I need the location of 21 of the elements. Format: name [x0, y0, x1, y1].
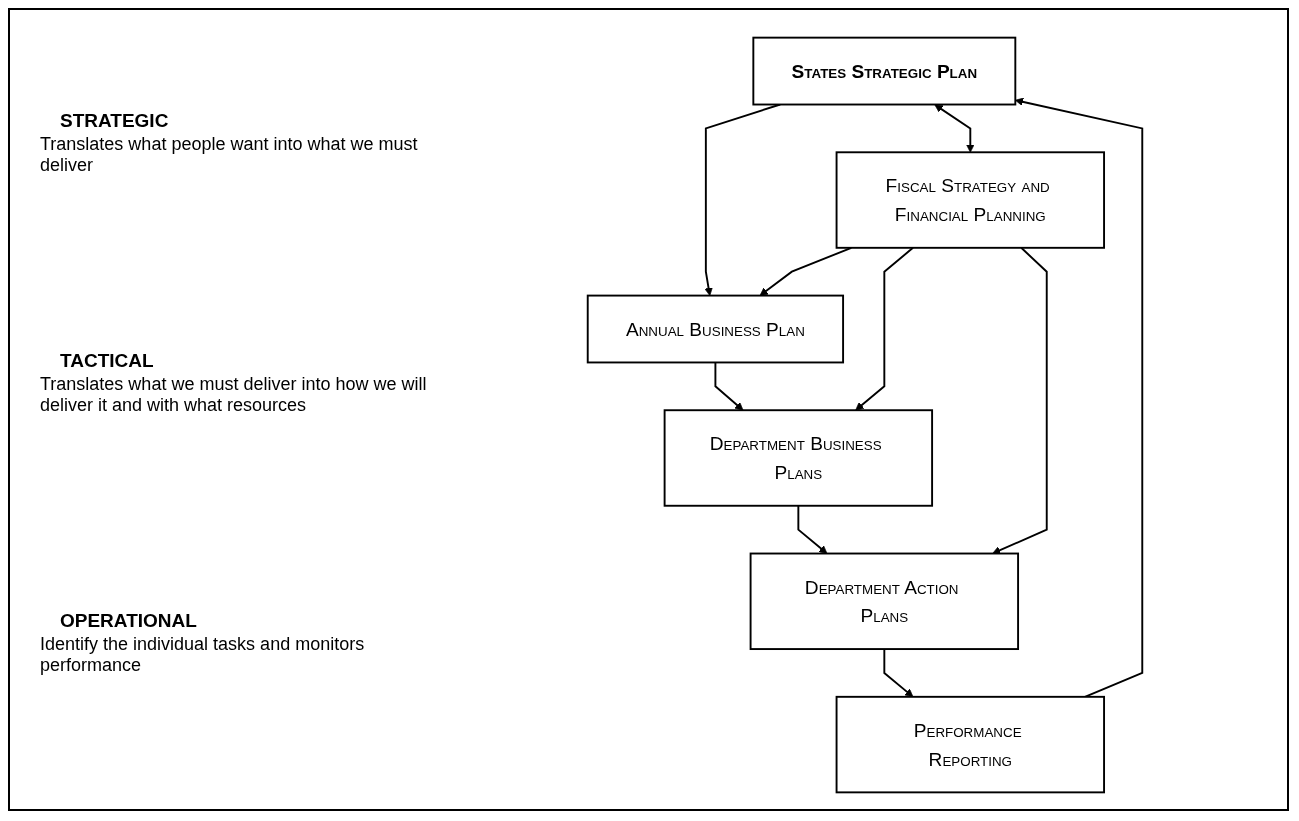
level-heading: OPERATIONAL [60, 610, 198, 632]
node-box: Department Action Plans [749, 552, 1020, 650]
arrow [855, 246, 914, 411]
arrow [883, 648, 914, 698]
level-description: Translates what we must deliver into how we will deliver it and with what resources [40, 374, 428, 416]
node-box: Department Business Plans [663, 409, 934, 507]
arrow [759, 246, 853, 296]
arrow [714, 361, 744, 411]
arrow [1014, 97, 1144, 698]
arrow [704, 103, 782, 296]
arrow [992, 246, 1048, 555]
arrow [797, 504, 828, 554]
node-box: Fiscal Strategy and Financial Planning [835, 151, 1105, 249]
node-box: Performance Reporting [835, 695, 1105, 794]
level-heading: STRATEGIC [60, 110, 170, 132]
node-box: States Strategic Plan [752, 36, 1017, 106]
level-heading: TACTICAL [60, 350, 155, 372]
level-description: Identify the individual tasks and monitors performance [40, 634, 366, 676]
node-box: Annual Business Plan [586, 294, 845, 364]
level-description: Translates what people want into what we must deliver [40, 134, 419, 176]
arrow [934, 104, 975, 153]
